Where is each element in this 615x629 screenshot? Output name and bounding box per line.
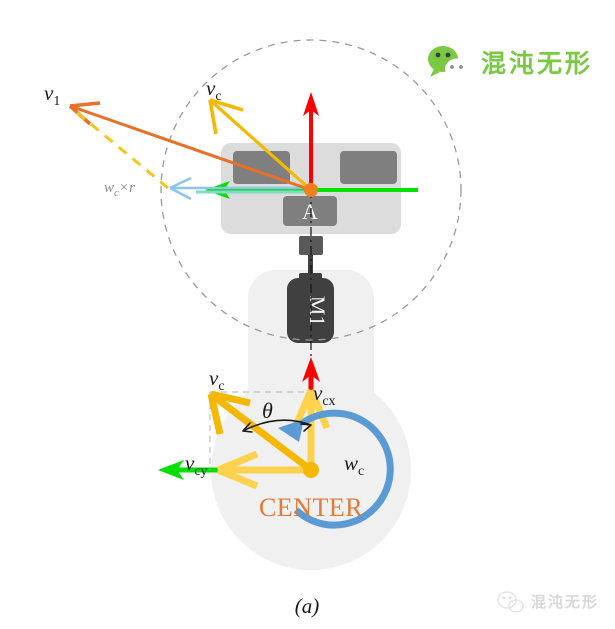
module-a-label: A [302, 199, 318, 224]
vector-red-center [302, 357, 320, 392]
vector-vc-center [207, 390, 314, 473]
vector-vcy [216, 450, 311, 490]
vector-red-upper-head [303, 92, 319, 116]
vector-green-upper [205, 181, 418, 199]
watermark-bottom-text: 混沌无形 [531, 593, 599, 611]
dashed-translation-line [73, 108, 169, 190]
vector-wc-cross-r [169, 176, 311, 201]
label-wc-cross-r: wc×r [104, 180, 135, 199]
label-v1: v1 [44, 81, 60, 109]
connector-box [299, 236, 323, 255]
wechat-logo-icon [428, 46, 469, 83]
label-vcy: vcy [185, 451, 208, 479]
label-theta: θ [262, 398, 273, 423]
watermark-bottom: 混沌无形 [497, 591, 599, 613]
origin-dot-upper [304, 183, 318, 197]
wechat-logo-icon-faint [497, 591, 524, 613]
vector-green-center [158, 460, 225, 480]
theta-arc [242, 419, 312, 433]
origin-dot-center [303, 462, 319, 478]
figure-caption: (a) [295, 594, 320, 618]
label-wc: wc [344, 451, 364, 479]
label-vc-center: vc [209, 366, 225, 394]
vector-green-upper-head [205, 181, 230, 199]
vector-vc-upper [208, 98, 313, 192]
module-a-box [283, 196, 337, 226]
watermark-top-text: 混沌无形 [481, 50, 593, 78]
label-vc-upper: vc [206, 76, 222, 104]
watermark-top: 混沌无形 [428, 46, 593, 83]
label-center: CENTER [259, 493, 363, 522]
label-vcx: vcx [313, 381, 336, 409]
vector-red-center-head [302, 357, 320, 382]
vector-green-center-head [158, 460, 184, 480]
rotation-arc-wc [278, 409, 394, 529]
trajectory-circle [160, 39, 462, 341]
vector-red-upper [303, 92, 319, 190]
chassis-block-right [340, 151, 397, 184]
module-m1-label: M1 [305, 296, 330, 327]
